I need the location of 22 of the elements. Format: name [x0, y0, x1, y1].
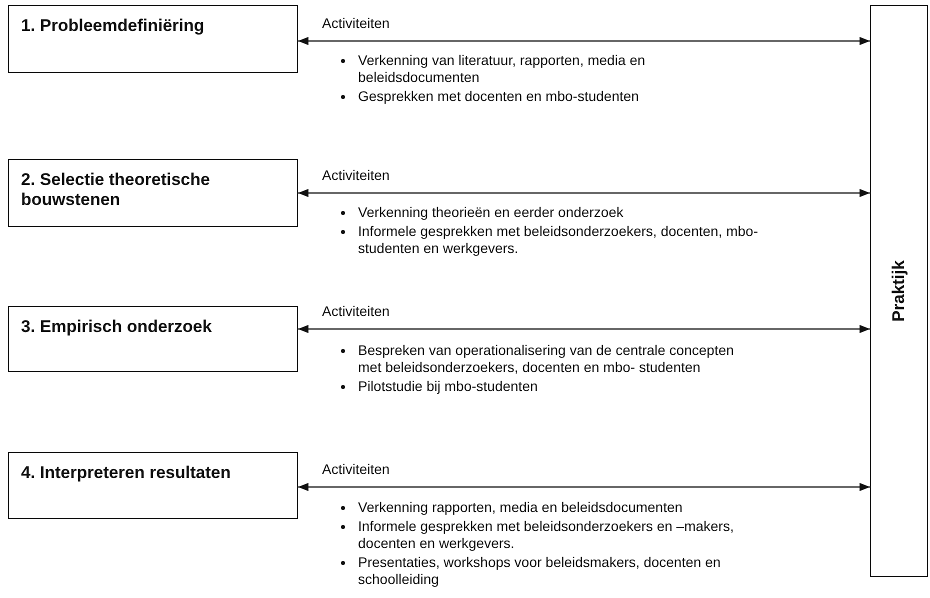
- bullet-item: Informele gesprekken met beleidsonderzoekers, docenten, mbo- studenten en werkgevers.: [358, 223, 758, 257]
- edge-label: Activiteiten: [320, 167, 392, 183]
- double-arrow: [298, 188, 870, 198]
- bullet-item: Informele gesprekken met beleidsonderzoekers en –makers, docenten en werkgevers.: [358, 518, 735, 552]
- edge-label: Activiteiten: [320, 303, 392, 319]
- edge-label: Activiteiten: [320, 15, 392, 31]
- bullet-item: Gesprekken met docenten en mbo-studenten: [358, 88, 640, 105]
- double-arrow: [298, 482, 870, 492]
- double-arrow: [298, 324, 870, 334]
- process-box: 3. Empirisch onderzoek: [8, 306, 298, 372]
- bullet-item: Pilotstudie bij mbo-studenten: [358, 378, 539, 395]
- bullet-item: Verkenning rapporten, media en beleidsdocumenten: [358, 499, 684, 516]
- process-box: 4. Interpreteren resultaten: [8, 452, 298, 519]
- process-box: 2. Selectie theoretische bouwstenen: [8, 159, 298, 227]
- bullet-item: Verkenning van literatuur, rapporten, media en beleidsdocumenten: [358, 52, 646, 86]
- side-panel: Praktijk: [870, 5, 928, 577]
- bullet-item: Bespreken van operationalisering van de centrale concepten met beleidsonderzoekers, docenten en mbo- studenten: [358, 342, 735, 376]
- double-arrow: [298, 36, 870, 46]
- edge-label: Activiteiten: [320, 461, 392, 477]
- bullet-item: Presentaties, workshops voor beleidsmakers, docenten en schoolleiding: [358, 554, 722, 588]
- bullet-item: Verkenning theorieën en eerder onderzoek: [358, 204, 624, 221]
- process-box: 1. Probleemdefiniëring: [8, 5, 298, 73]
